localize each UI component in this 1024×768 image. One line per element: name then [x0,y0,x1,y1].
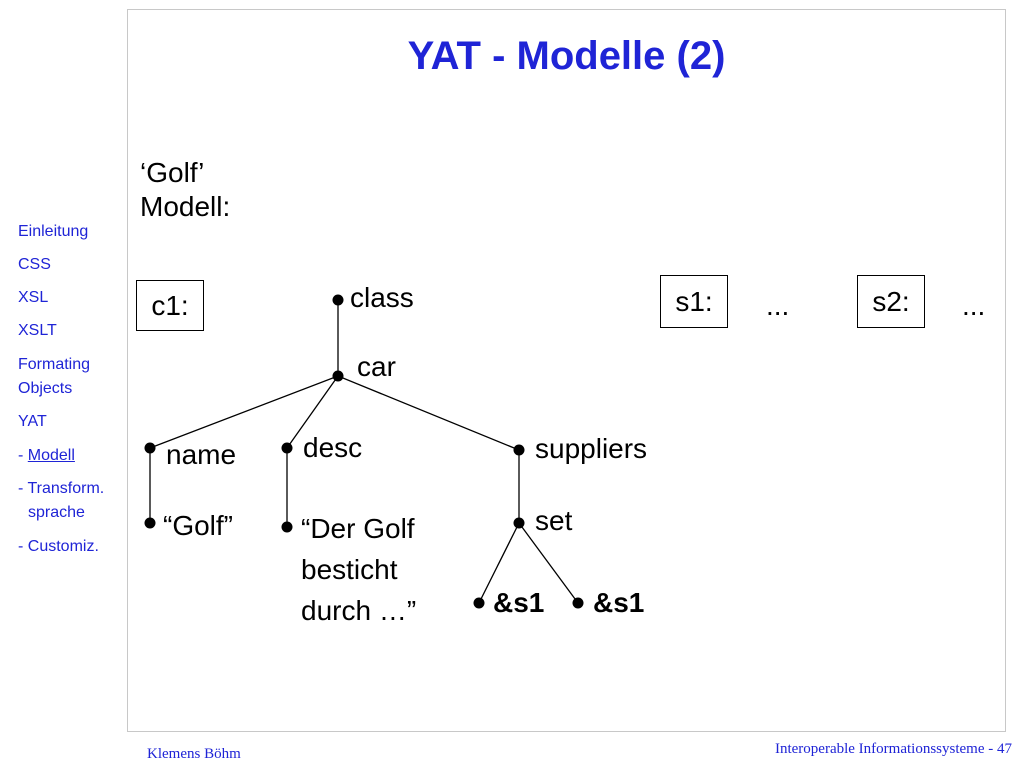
s2-ellipsis: ... [962,290,986,321]
slide-title: YAT - Modelle (2) [407,34,726,78]
model-heading-line1: ‘Golf’ [140,157,205,188]
nav-item-customiz[interactable]: - Customiz. [18,538,99,555]
nav-item-objects[interactable]: Objects [18,380,73,397]
s1-ellipsis: ... [766,290,790,321]
nav-item-modell-label: Modell [27,447,75,464]
label-desc: desc [303,432,363,463]
nav-item-xslt[interactable]: XSLT [18,322,57,339]
nav-item-transform-sprache[interactable]: sprache [28,504,85,521]
value-desc-line1: “Der Golf [301,513,415,544]
s2-box: s2: [857,275,925,328]
footer-course: Interoperable Informationssysteme - 47 [774,741,1012,757]
c1-box: c1: [136,280,204,331]
node-suppliers [513,444,525,456]
label-suppliers: suppliers [535,433,648,464]
model-heading-line2: Modell: [140,191,231,222]
node-desc-value [281,521,293,533]
node-set [513,517,525,529]
node-car [332,370,344,382]
ref-s1-second: &s1 [593,587,645,618]
node-ref1 [473,597,485,609]
node-name [144,442,156,454]
nav-item-transform[interactable]: - Transform. [18,480,105,497]
node-ref2 [572,597,584,609]
node-class [332,294,344,306]
value-desc-line3: durch …” [301,595,417,626]
nav-item-modell[interactable]: - Modell [18,444,75,468]
node-name-value [144,517,156,529]
ref-s1-first: &s1 [493,587,545,618]
edge-set-ref1 [478,522,520,604]
edge-car-name [149,375,339,449]
value-desc-line2: besticht [301,554,398,585]
label-set: set [535,505,573,536]
value-desc: “Der Golf besticht durch …” [301,508,416,631]
footer-author: Klemens Böhm [147,746,241,762]
edge-set-ref2 [518,522,579,604]
node-desc [281,442,293,454]
model-heading: ‘Golf’ Modell: [140,156,230,224]
nav-item-yat[interactable]: YAT [18,413,47,430]
nav-item-css[interactable]: CSS [18,256,51,273]
edge-car-suppliers [337,375,520,451]
nav-item-modell-prefix: - [18,447,28,464]
label-car: car [357,351,396,382]
edge-car-desc [286,375,339,449]
nav-item-xsl[interactable]: XSL [18,289,49,306]
label-class: class [350,282,414,313]
nav-item-einleitung[interactable]: Einleitung [18,223,89,240]
slide-frame [127,9,1006,732]
label-name: name [166,439,237,470]
nav-item-formating[interactable]: Formating [18,356,91,373]
s1-box: s1: [660,275,728,328]
value-golf: “Golf” [163,510,233,541]
